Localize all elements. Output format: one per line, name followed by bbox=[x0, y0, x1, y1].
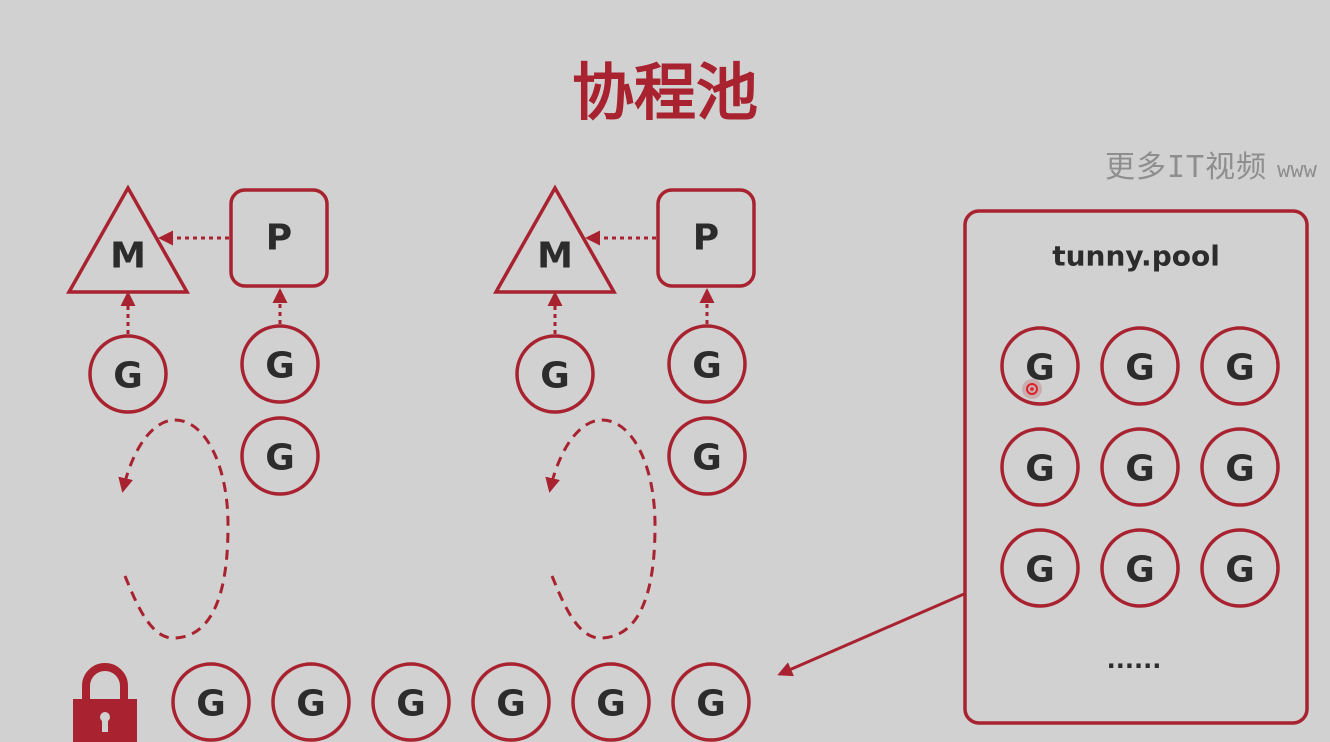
goroutine-label: G bbox=[596, 684, 626, 725]
local-queue-goroutine-1-a: G bbox=[240, 324, 320, 404]
watermark: 更多IT视频 www bbox=[1105, 142, 1317, 186]
goroutine-circle bbox=[371, 662, 451, 742]
goroutine-label: G bbox=[692, 438, 722, 479]
running-goroutine-2: G bbox=[515, 334, 595, 414]
goroutine-circle bbox=[515, 334, 595, 414]
schedule-loop-2 bbox=[545, 418, 657, 640]
global-queue-goroutine-4: G bbox=[471, 662, 551, 742]
global-queue-goroutine-2: G bbox=[271, 662, 351, 742]
global-queue-goroutine-3: G bbox=[371, 662, 451, 742]
machine-label: M bbox=[537, 236, 573, 277]
processor-2: P bbox=[656, 188, 756, 288]
goroutine-label: G bbox=[396, 684, 426, 725]
goroutine-label: G bbox=[1025, 550, 1055, 591]
goroutine-label: G bbox=[696, 684, 726, 725]
goroutine-label: G bbox=[1125, 449, 1155, 490]
pool-border bbox=[963, 209, 1309, 725]
edges-layer bbox=[118, 230, 965, 677]
goroutine-circle bbox=[1000, 528, 1080, 608]
goroutine-circle bbox=[240, 416, 320, 496]
local-queue-goroutine-1-b: G bbox=[240, 416, 320, 496]
goroutine-circle bbox=[671, 662, 751, 742]
goroutine-label: G bbox=[113, 356, 143, 397]
goroutine-label: G bbox=[265, 438, 295, 479]
machine-triangle bbox=[65, 184, 191, 294]
processor-box bbox=[656, 188, 756, 288]
goroutine-circle bbox=[667, 324, 747, 404]
goroutine-label: G bbox=[1025, 348, 1055, 389]
goroutine-circle bbox=[88, 334, 168, 414]
goroutine-label: G bbox=[540, 356, 570, 397]
goroutine-circle bbox=[240, 324, 320, 404]
page-title: 协程池 bbox=[571, 56, 758, 129]
lock-layer bbox=[73, 663, 137, 742]
pool-goroutine-8: G bbox=[1100, 528, 1180, 608]
lock-icon bbox=[73, 663, 137, 742]
running-goroutine-1: G bbox=[88, 334, 168, 414]
processor-label: P bbox=[693, 218, 719, 259]
goroutine-circle bbox=[1200, 528, 1280, 608]
goroutine-label: G bbox=[1225, 449, 1255, 490]
goroutine-circle bbox=[471, 662, 551, 742]
goroutine-label: G bbox=[496, 684, 526, 725]
watermark-url: www bbox=[1277, 158, 1317, 183]
pool-goroutine-5: G bbox=[1100, 427, 1180, 507]
watermark-text: 更多IT视频 bbox=[1105, 150, 1268, 185]
goroutine-label: G bbox=[1125, 348, 1155, 389]
goroutine-label: G bbox=[1125, 550, 1155, 591]
goroutine-label: G bbox=[692, 346, 722, 387]
pool-goroutine-4: G bbox=[1000, 427, 1080, 507]
goroutine-circle bbox=[171, 662, 251, 742]
goroutine-circle bbox=[1000, 427, 1080, 507]
pool-goroutine-2: G bbox=[1100, 326, 1180, 406]
schedule-loop-1 bbox=[118, 418, 230, 640]
goroutine-label: G bbox=[265, 346, 295, 387]
goroutine-circle bbox=[1100, 326, 1180, 406]
cursor-indicator bbox=[1022, 379, 1042, 399]
global-queue-goroutine-6: G bbox=[671, 662, 751, 742]
processor-1: P bbox=[229, 188, 329, 288]
goroutine-circle bbox=[271, 662, 351, 742]
pool-goroutine-1: G bbox=[1000, 326, 1080, 406]
goroutine-circle bbox=[1100, 427, 1180, 507]
goroutine-label: G bbox=[1025, 449, 1055, 490]
goroutine-label: G bbox=[1225, 348, 1255, 389]
goroutine-label: G bbox=[1225, 550, 1255, 591]
pool-title: tunny.pool bbox=[1052, 240, 1220, 273]
goroutine-label: G bbox=[296, 684, 326, 725]
goroutine-circle bbox=[1200, 326, 1280, 406]
tunny-pool-box: tunny.pool...... bbox=[963, 209, 1309, 725]
pool-ellipsis: ...... bbox=[1107, 646, 1162, 674]
goroutine-circle bbox=[571, 662, 651, 742]
goroutine-circle bbox=[1200, 427, 1280, 507]
machine-label: M bbox=[110, 236, 146, 277]
local-queue-goroutine-2-b: G bbox=[667, 416, 747, 496]
pool-goroutine-6: G bbox=[1200, 427, 1280, 507]
goroutine-label: G bbox=[196, 684, 226, 725]
machine-triangle bbox=[492, 184, 618, 294]
global-queue-goroutine-1: G bbox=[171, 662, 251, 742]
machine-2: M bbox=[492, 184, 618, 294]
pool-to-queue-arrow bbox=[777, 592, 965, 677]
processor-box bbox=[229, 188, 329, 288]
pool-goroutine-3: G bbox=[1200, 326, 1280, 406]
pool-goroutine-9: G bbox=[1200, 528, 1280, 608]
machine-1: M bbox=[65, 184, 191, 294]
goroutine-circle bbox=[1100, 528, 1180, 608]
pool-goroutine-7: G bbox=[1000, 528, 1080, 608]
goroutine-circle bbox=[1000, 326, 1080, 406]
local-queue-goroutine-2-a: G bbox=[667, 324, 747, 404]
global-queue-goroutine-5: G bbox=[571, 662, 651, 742]
processor-label: P bbox=[266, 218, 292, 259]
goroutine-circle bbox=[667, 416, 747, 496]
